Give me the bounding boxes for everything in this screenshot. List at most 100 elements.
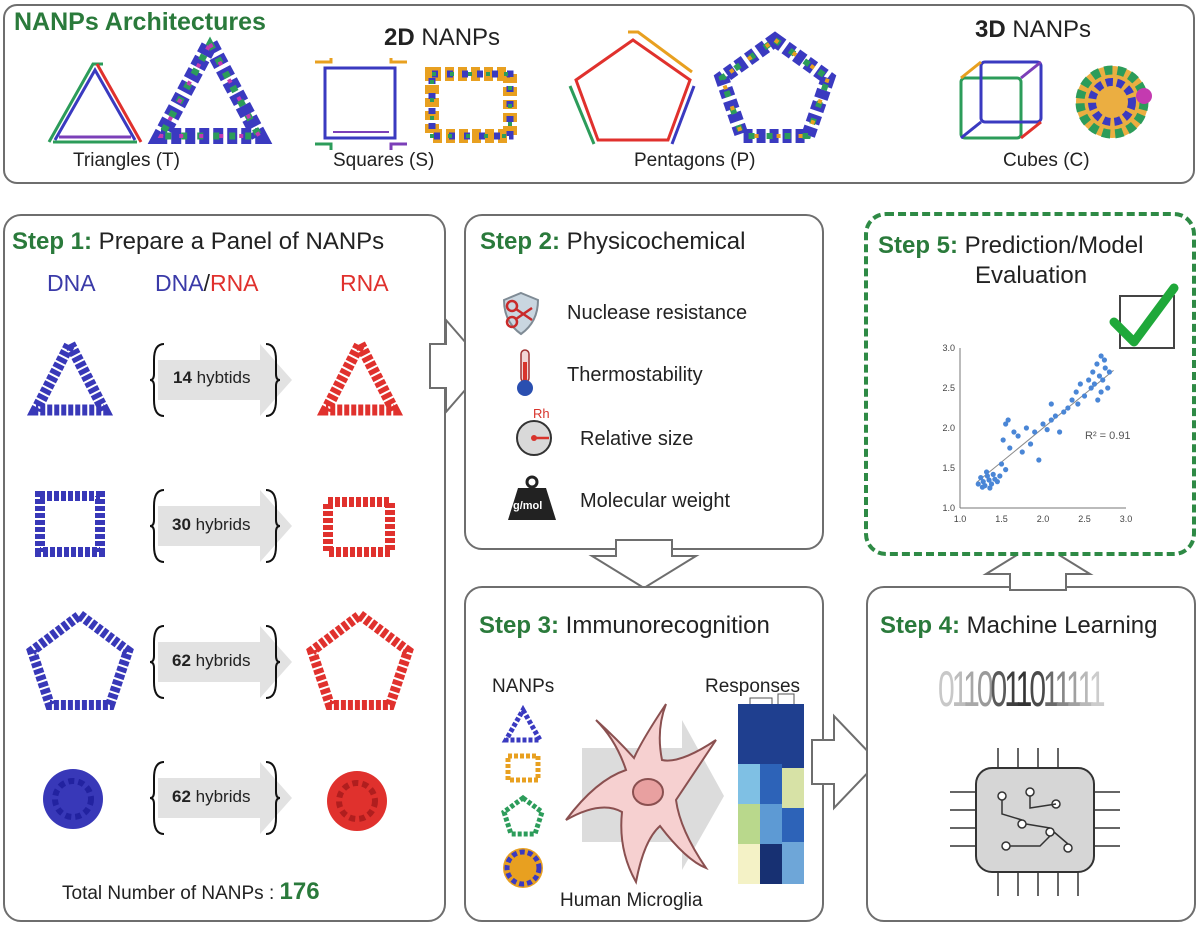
cube-3d-model <box>1075 65 1152 139</box>
rna-square <box>323 497 395 557</box>
scatter-point <box>1007 445 1013 451</box>
scatter-point <box>1105 385 1111 391</box>
step5-title-line1: Prediction/Model <box>958 232 1144 259</box>
binary-digit: 0 <box>1029 661 1046 717</box>
arrow-step2-to-step3 <box>588 539 700 590</box>
binary-digit: 1 <box>1015 661 1033 717</box>
scatter-point <box>983 469 990 475</box>
scatter-point <box>1015 433 1021 439</box>
scatter-point <box>1052 413 1059 419</box>
response-heatmap <box>738 693 804 884</box>
scatter-point <box>1101 357 1108 363</box>
nanps-label: NANPs <box>492 676 555 697</box>
binary-digit: 1 <box>963 661 980 717</box>
hybrid-count-1: 14 hybtids <box>173 368 251 388</box>
dna-square <box>35 491 105 557</box>
hybrid-count-3-word: hybrids <box>190 651 251 670</box>
scatter-y-tick-label: 3.0 <box>942 343 955 353</box>
scatter-point <box>1040 421 1046 427</box>
scatter-point <box>1048 401 1054 407</box>
triangle-3d-model <box>147 26 273 144</box>
property-molecular-weight: Molecular weight <box>580 490 731 512</box>
weight-unit-label: g/mol <box>513 500 543 512</box>
scatter-point <box>1032 429 1038 435</box>
scatter-point <box>1095 397 1101 403</box>
scatter-point <box>1019 449 1025 455</box>
hybrid-arrow-4 <box>149 761 292 835</box>
hybrid-count-4-word: hybrids <box>190 787 251 806</box>
step5-label: Step 5: <box>878 232 959 259</box>
scatter-point <box>1106 369 1112 375</box>
twod-rest: NANPs <box>414 24 501 51</box>
binary-digit: 1 <box>1065 661 1080 717</box>
nanp-mini-icons <box>501 704 545 888</box>
scatter-x-tick-label: 2.0 <box>1037 514 1050 524</box>
rna-cube <box>327 771 387 831</box>
binary-digit: 1 <box>1054 661 1069 717</box>
dna-triangle <box>26 331 114 416</box>
property-nuclease-resistance: Nuclease resistance <box>567 302 748 324</box>
column-rna: RNA <box>340 270 389 296</box>
dna-cube <box>43 769 103 829</box>
scatter-point <box>998 461 1005 467</box>
weight-icon <box>508 475 556 520</box>
column-dna: DNA <box>47 270 96 296</box>
scatter-x-tick-label: 1.0 <box>954 514 967 524</box>
hybrid-count-2-word: hybrids <box>190 515 251 534</box>
threed-bold: 3D <box>975 16 1006 43</box>
column-hybrid: DNA/RNA <box>155 270 259 297</box>
pentagon-3d-model <box>713 31 837 143</box>
arrow-step3-to-step4 <box>811 713 880 811</box>
scatter-point <box>1073 389 1079 395</box>
scatter-point <box>1044 427 1050 433</box>
shape-label-pentagons: Pentagons (P) <box>634 150 756 171</box>
shield-scissors-icon <box>502 291 540 336</box>
step4-title: Machine Learning <box>960 612 1158 639</box>
property-relative-size: Relative size <box>580 428 694 450</box>
scatter-point <box>1048 417 1054 423</box>
cube-schematic <box>959 60 1043 140</box>
hybrid-count-2-number: 30 <box>172 515 191 534</box>
scatter-point <box>1061 409 1067 415</box>
square-3d-model <box>425 67 517 143</box>
step2-heading: Step 2: Physicochemical <box>480 228 745 256</box>
scatter-point <box>1077 381 1083 387</box>
column-hybrid-dna: DNA <box>155 270 204 296</box>
scatter-point <box>1065 405 1071 411</box>
scatter-point <box>1003 467 1009 473</box>
rna-pentagon <box>306 608 414 710</box>
hybrid-arrow-3 <box>149 625 292 699</box>
scatter-x-tick-label: 1.5 <box>995 514 1008 524</box>
binary-digit: 1 <box>1004 661 1018 717</box>
responses-label: Responses <box>705 676 801 697</box>
binary-code: 0110011011111 <box>938 660 1106 718</box>
scatter-point <box>1011 429 1017 435</box>
scatter-point <box>1100 377 1106 383</box>
scatter-point <box>1081 393 1088 399</box>
step1-heading: Step 1: Prepare a Panel of NANPs <box>12 228 384 256</box>
scatter-y-tick-label: 1.5 <box>942 463 955 473</box>
hybrid-count-1-number: 14 <box>173 368 192 387</box>
step5-title-line2: Evaluation <box>975 262 1088 289</box>
hybrid-count-1-word: hybtids <box>191 368 251 387</box>
hybrid-arrow-2 <box>149 489 292 563</box>
arrow-step4-to-step5 <box>982 540 1094 591</box>
scatter-point <box>1098 389 1104 395</box>
scatter-point <box>1069 397 1075 403</box>
step1-label: Step 1: <box>12 228 93 255</box>
scatter-point <box>980 479 986 485</box>
binary-digit: 1 <box>1088 661 1106 717</box>
scatter-point <box>986 477 992 483</box>
total-nanps: Total Number of NANPs : 176 <box>62 878 320 906</box>
scatter-point <box>994 479 1000 485</box>
binary-digits: 0110011011111 <box>938 661 1106 717</box>
step3-label: Step 3: <box>479 612 560 639</box>
microglia-cell <box>565 703 724 885</box>
threed-heading: 3D NANPs <box>975 16 1091 44</box>
hybrid-count-4: 62 hybrids <box>172 787 250 807</box>
scatter-y-tick-label: 2.0 <box>942 423 955 433</box>
scatter-point <box>1090 369 1096 375</box>
binary-digit: 1 <box>951 661 966 717</box>
triangle-schematic <box>47 62 143 144</box>
